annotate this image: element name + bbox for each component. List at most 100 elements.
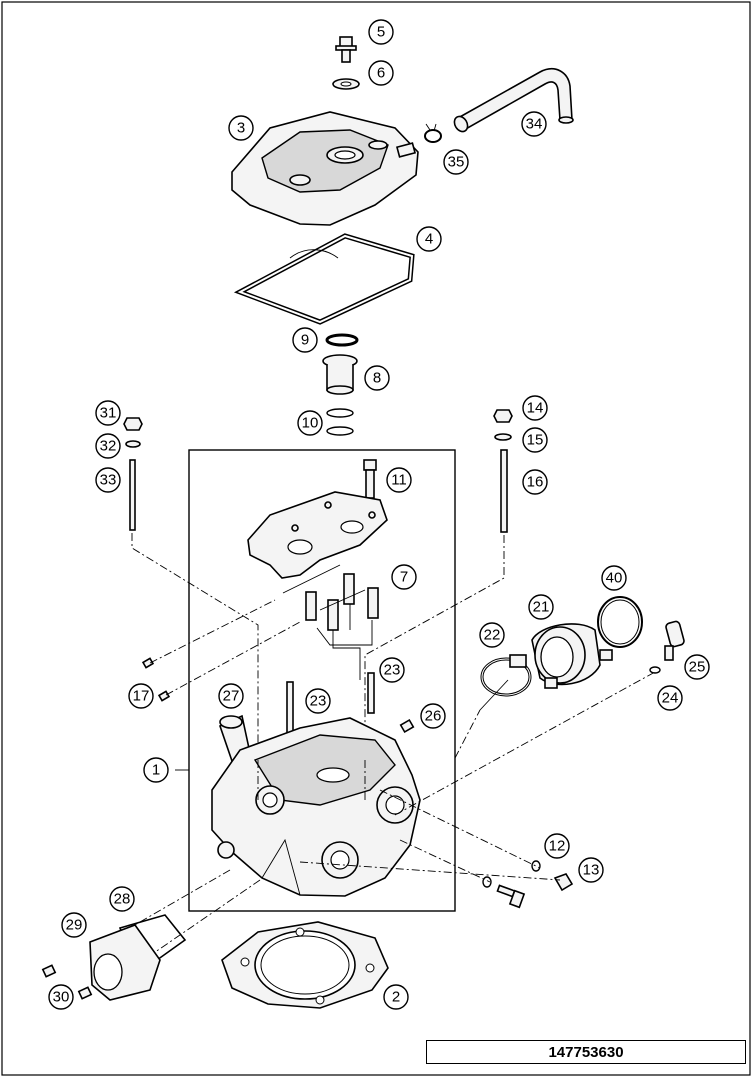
svg-text:22: 22 bbox=[484, 627, 501, 644]
o-ring-upper bbox=[326, 408, 354, 418]
svg-text:15: 15 bbox=[527, 432, 544, 449]
rocker-bushings bbox=[305, 573, 379, 631]
svg-text:30: 30 bbox=[53, 989, 70, 1006]
svg-text:2: 2 bbox=[392, 989, 400, 1006]
callout-21: 21 bbox=[528, 594, 554, 620]
stud-leader-right bbox=[364, 535, 505, 760]
camshaft-bridge-bolt bbox=[363, 459, 377, 499]
svg-text:4: 4 bbox=[425, 231, 433, 248]
callout-10: 10 bbox=[297, 410, 323, 436]
svg-text:12: 12 bbox=[549, 838, 566, 855]
svg-text:11: 11 bbox=[391, 472, 407, 489]
temperature-sensor bbox=[664, 620, 685, 661]
breather-hose bbox=[453, 68, 574, 133]
svg-text:10: 10 bbox=[302, 415, 319, 432]
svg-text:29: 29 bbox=[66, 917, 83, 934]
callout-35: 35 bbox=[443, 149, 469, 175]
svg-text:35: 35 bbox=[448, 154, 465, 171]
lower-plug-screw bbox=[496, 884, 526, 909]
callout-17: 17 bbox=[128, 683, 154, 709]
callout-leaders bbox=[175, 564, 509, 771]
svg-text:33: 33 bbox=[100, 472, 117, 489]
callout-2: 2 bbox=[383, 984, 409, 1010]
svg-text:9: 9 bbox=[301, 332, 309, 349]
svg-text:25: 25 bbox=[689, 659, 706, 676]
callout-40: 40 bbox=[601, 565, 627, 591]
intake-hose-clamp bbox=[480, 654, 532, 697]
valve-cover-gasket bbox=[233, 233, 415, 325]
callout-15: 15 bbox=[522, 427, 548, 453]
svg-text:23: 23 bbox=[310, 693, 327, 710]
camshaft-bridge bbox=[247, 491, 388, 579]
callout-24: 24 bbox=[657, 685, 683, 711]
intake-screws bbox=[41, 964, 93, 1000]
svg-text:34: 34 bbox=[526, 116, 543, 133]
cylinder-head bbox=[211, 717, 421, 897]
sensor-seal-ring bbox=[649, 666, 661, 674]
callout-16: 16 bbox=[522, 469, 548, 495]
intake-flange bbox=[531, 623, 613, 689]
svg-text:1: 1 bbox=[152, 762, 160, 779]
svg-text:27: 27 bbox=[223, 688, 240, 705]
callout-29: 29 bbox=[61, 912, 87, 938]
svg-text:31: 31 bbox=[100, 405, 117, 422]
drawing-number-box: 147753630 bbox=[426, 1040, 746, 1064]
callout-32: 32 bbox=[95, 433, 121, 459]
o-ring-lower bbox=[326, 426, 354, 436]
svg-text:14: 14 bbox=[527, 400, 544, 417]
callout-13: 13 bbox=[578, 857, 604, 883]
callout-5: 5 bbox=[368, 19, 394, 45]
callout-27: 27 bbox=[218, 683, 244, 709]
callout-26: 26 bbox=[420, 703, 446, 729]
right-stud-set bbox=[493, 409, 513, 533]
svg-text:23: 23 bbox=[384, 662, 401, 679]
intake-socket bbox=[89, 924, 161, 1001]
svg-text:17: 17 bbox=[133, 688, 150, 705]
callout-1: 1 bbox=[143, 757, 169, 783]
plug-screw-13 bbox=[553, 873, 574, 892]
callout-12: 12 bbox=[544, 833, 570, 859]
callout-9: 9 bbox=[292, 327, 318, 353]
lower-seal-ring bbox=[482, 876, 492, 888]
svg-text:7: 7 bbox=[400, 569, 408, 586]
callout-30: 30 bbox=[48, 984, 74, 1010]
svg-text:32: 32 bbox=[100, 438, 117, 455]
plug-screw bbox=[399, 718, 415, 734]
svg-text:40: 40 bbox=[606, 570, 623, 587]
seal-ring bbox=[325, 333, 359, 347]
callout-7: 7 bbox=[391, 564, 417, 590]
callout-6: 6 bbox=[368, 60, 394, 86]
callout-28: 28 bbox=[109, 886, 135, 912]
left-stud-set bbox=[123, 417, 143, 531]
dowel-pin-left bbox=[286, 681, 294, 735]
callout-34: 34 bbox=[521, 111, 547, 137]
valve-cover-bolt bbox=[335, 36, 357, 63]
svg-text:5: 5 bbox=[377, 24, 385, 41]
intake-clamp-ring bbox=[597, 596, 643, 648]
callout-31: 31 bbox=[95, 400, 121, 426]
assembly-frame bbox=[188, 449, 456, 912]
svg-text:16: 16 bbox=[527, 474, 544, 491]
callout-11: 11 bbox=[386, 467, 412, 493]
svg-text:13: 13 bbox=[583, 862, 600, 879]
svg-text:6: 6 bbox=[377, 65, 385, 82]
stud-leader-left bbox=[131, 533, 259, 760]
callout-25: 25 bbox=[684, 654, 710, 680]
callout-33: 33 bbox=[95, 467, 121, 493]
plug-seal-ring bbox=[531, 860, 541, 872]
spark-plug-shaft bbox=[322, 354, 358, 395]
callout-22: 22 bbox=[479, 622, 505, 648]
bushing-leader-lines bbox=[316, 620, 373, 646]
callout-23-right: 23 bbox=[379, 657, 405, 683]
callout-4: 4 bbox=[416, 226, 442, 252]
callout-8: 8 bbox=[364, 365, 390, 391]
svg-text:21: 21 bbox=[533, 599, 550, 616]
cylinder-head-gasket bbox=[221, 921, 389, 1009]
valve-cover bbox=[231, 111, 419, 226]
hose-clamp-small bbox=[424, 123, 442, 143]
callout-14: 14 bbox=[522, 395, 548, 421]
svg-text:3: 3 bbox=[237, 120, 245, 137]
drawing-number: 147753630 bbox=[548, 1043, 624, 1061]
